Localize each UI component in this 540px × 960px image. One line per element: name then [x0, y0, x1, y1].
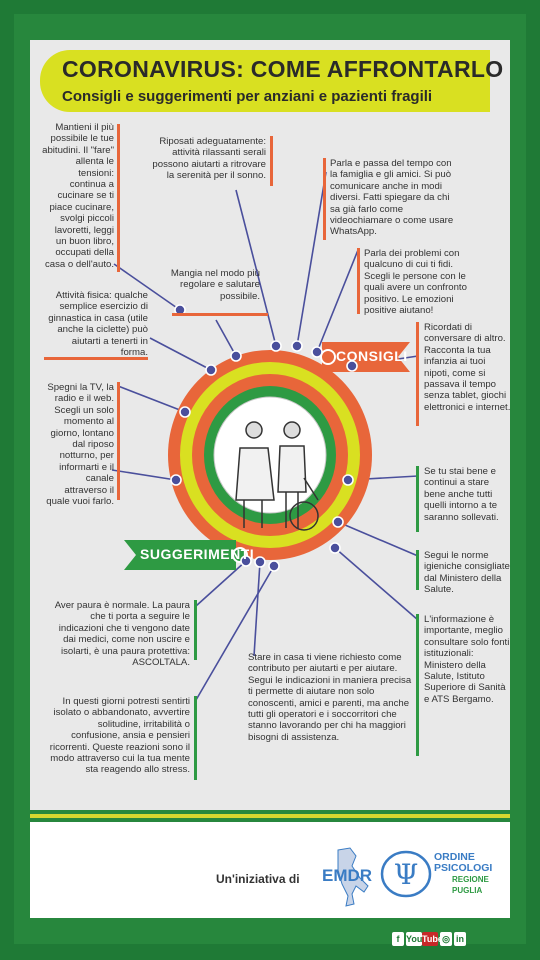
tip-stay-home: Stare in casa ti viene richiesto come co… — [248, 652, 412, 743]
tip-bar — [323, 158, 326, 240]
psi-logo-icon: Ψ — [380, 850, 432, 898]
ordine-line3: REGIONE — [452, 875, 489, 884]
initiative-label: Un'iniziativa di — [216, 872, 300, 886]
suggerimenti-ribbon — [124, 540, 236, 570]
tip-bar — [416, 322, 419, 426]
tip-bar — [416, 466, 419, 532]
italy-map-icon — [337, 847, 369, 907]
page-subtitle: Consigli e suggerimenti per anziani e pa… — [62, 88, 433, 105]
ordine-line2: PSICOLOGI — [434, 862, 493, 874]
tip-converse: Ricordati di conversare di altro. Raccon… — [424, 322, 511, 413]
tip-rest: Riposati adeguatamente: attività rilassa… — [152, 136, 266, 182]
facebook-icon[interactable]: f — [392, 932, 404, 946]
tip-exercise: Attività fisica: qualche semplice eserci… — [48, 290, 148, 359]
instagram-icon[interactable]: ◎ — [440, 932, 452, 946]
connector-lines — [111, 171, 419, 701]
ordine-psicologi-logo: ORDINE PSICOLOGI REGIONE PUGLIA — [434, 852, 492, 896]
page-title: CORONAVIRUS: COME AFFRONTARLO — [62, 56, 504, 82]
tip-problems: Parla dei problemi con qualcuno di cui t… — [364, 248, 467, 317]
ordine-line1: ORDINE — [434, 851, 475, 863]
tip-bar — [416, 550, 419, 590]
youtube-tube-icon[interactable]: Tube — [422, 932, 443, 946]
tip-eat: Mangia nel modo più regolare e salutare … — [170, 268, 260, 302]
connector-dots — [170, 304, 358, 572]
tip-habits: Mantieni il più possibile le tue abitudi… — [42, 122, 114, 270]
ordine-line4: PUGLIA — [452, 886, 483, 895]
tip-bar — [117, 124, 120, 272]
tip-fear: Aver paura è normale. La paura che ti po… — [54, 600, 190, 669]
tip-bar — [357, 248, 360, 314]
tip-family: Parla e passa del tempo con la famiglia … — [330, 158, 454, 238]
tip-hygiene: Segui le norme igieniche consigliate dal… — [424, 550, 510, 596]
tip-bar — [194, 696, 197, 780]
tip-bar — [270, 136, 273, 186]
youtube-icon[interactable]: You — [406, 932, 423, 946]
consigli-label: CONSIGLI — [336, 348, 408, 364]
divider — [30, 814, 510, 818]
tip-tv: Spegni la TV, la radio e il web. Scegli … — [46, 382, 114, 508]
tip-bar — [194, 600, 197, 660]
tip-bar — [172, 313, 268, 316]
linkedin-icon[interactable]: in — [454, 932, 466, 946]
tip-bar — [117, 382, 120, 500]
tip-bar — [44, 357, 148, 360]
emdr-logo: EMDR — [322, 866, 373, 885]
consigli-ribbon — [322, 342, 410, 372]
tip-information: L'informazione è importante, meglio cons… — [424, 614, 510, 705]
elderly-couple-icon — [235, 421, 319, 531]
tip-wellbeing: Se tu stai bene e continui a stare bene … — [424, 466, 499, 523]
tip-bar — [416, 614, 419, 756]
suggerimenti-label: SUGGERIMENTI — [140, 546, 255, 562]
title-banner — [40, 50, 490, 112]
tip-isolation: In questi giorni potresti sentirti isola… — [49, 696, 190, 776]
psi-symbol: Ψ — [394, 858, 419, 891]
